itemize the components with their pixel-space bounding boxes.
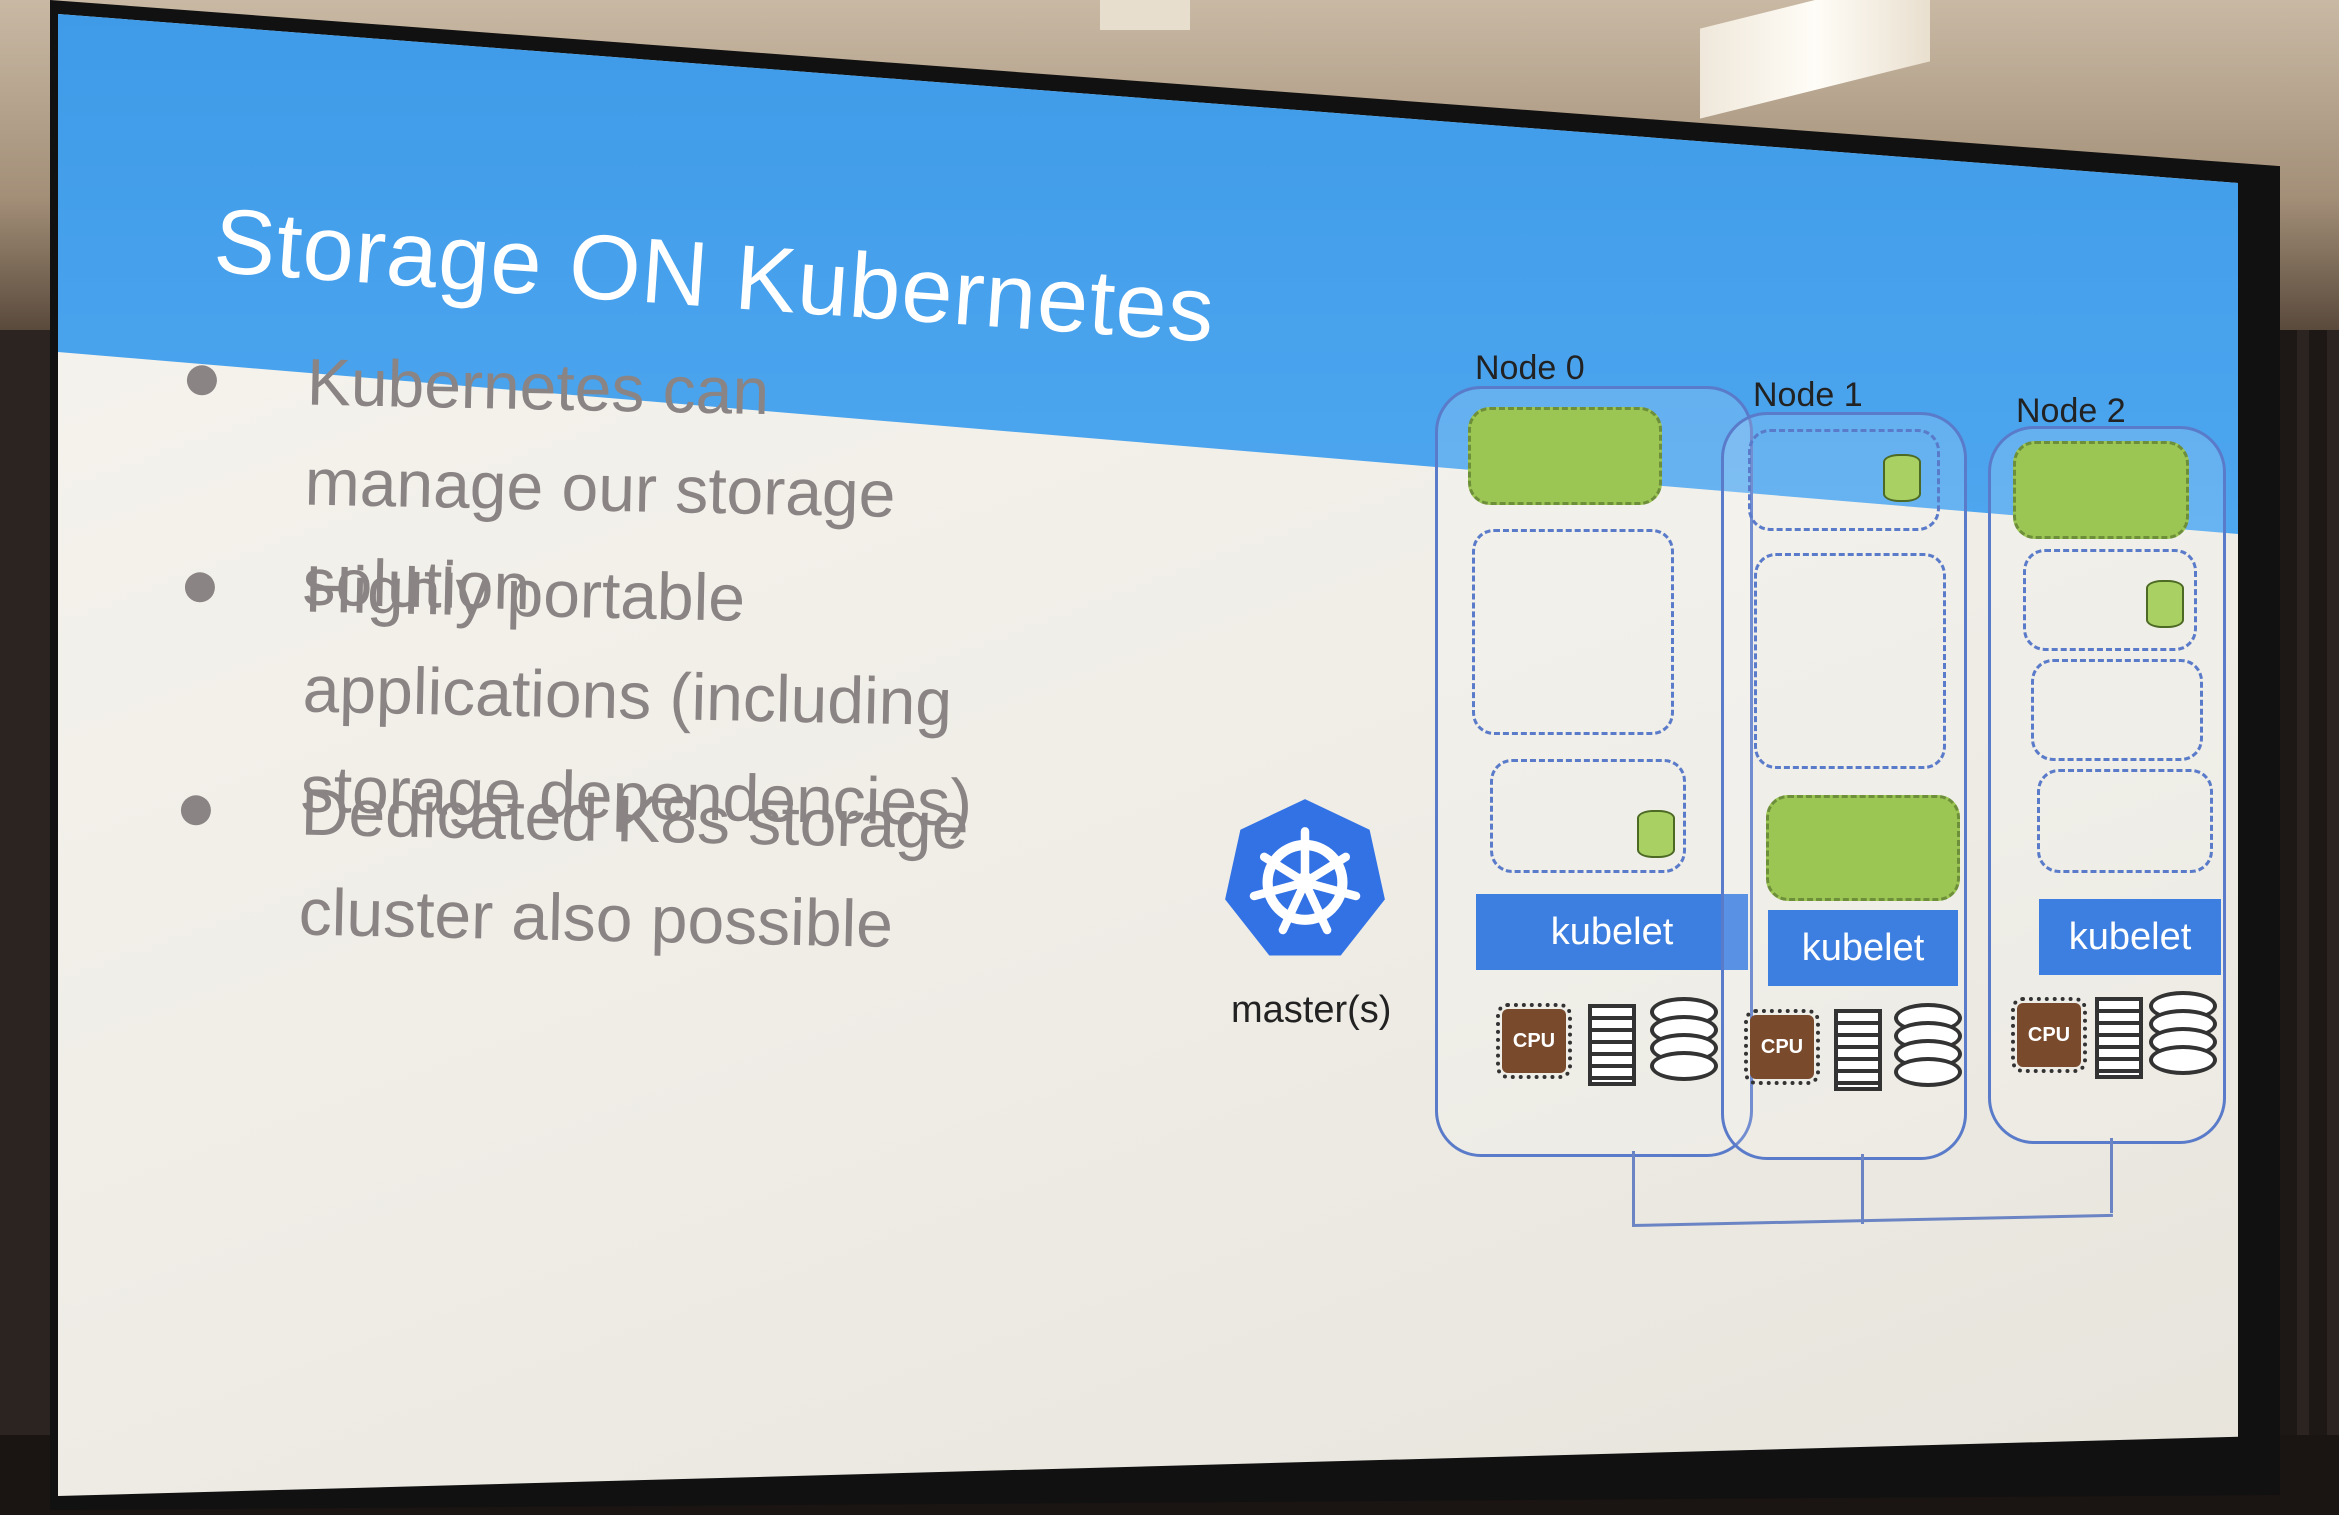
pod-slot-empty [1472,529,1674,735]
slide: Storage ON Kubernetes Kubernetes can man… [58,14,2238,1496]
node-label: Node 0 [1475,349,1585,387]
ceiling-vent [1100,0,1190,30]
pod-slot-empty [1490,759,1686,873]
network-link [1861,1154,1864,1224]
pod-slot-empty [2031,659,2203,761]
pod-slot-empty [1748,429,1940,531]
network-link [2110,1138,2113,1213]
volume-icon [1883,454,1921,502]
master-label: master(s) [1231,989,1392,1031]
disk-icon [1894,1003,1962,1087]
volume-icon [1637,810,1675,858]
cpu-icon: CPU [1744,1009,1820,1085]
cpu-icon: CPU [2011,997,2087,1073]
node-label: Node 2 [2016,392,2126,430]
kubelet-bar: kubelet [1476,894,1748,970]
disk-icon [1650,997,1718,1081]
kubelet-bar: kubelet [2039,899,2221,975]
node-label: Node 1 [1753,376,1863,414]
kubernetes-logo-icon [1225,799,1385,956]
pod-slot-filled [1766,795,1960,901]
pod-slot-empty [1754,553,1946,769]
network-bus [1632,1213,2113,1227]
cpu-icon: CPU [1496,1003,1572,1079]
pod-slot-filled [1468,407,1662,505]
disk-icon [2149,991,2217,1075]
network-link [1632,1151,1635,1226]
pod-slot-empty [2037,769,2213,873]
memory-icon [1588,1004,1636,1086]
pod-slot-filled [2013,441,2189,539]
volume-icon [2146,580,2184,628]
memory-icon [1834,1009,1882,1091]
cluster-diagram: master(s) Node 0 kubelet CPU Node 1 kube… [58,14,2238,1496]
node-1: kubelet CPU [1721,412,1967,1160]
memory-icon [2095,997,2143,1079]
kubelet-bar: kubelet [1768,910,1958,986]
node-2: kubelet CPU [1988,426,2226,1144]
node-0: kubelet CPU [1435,386,1753,1157]
pod-slot-empty [2023,549,2197,651]
